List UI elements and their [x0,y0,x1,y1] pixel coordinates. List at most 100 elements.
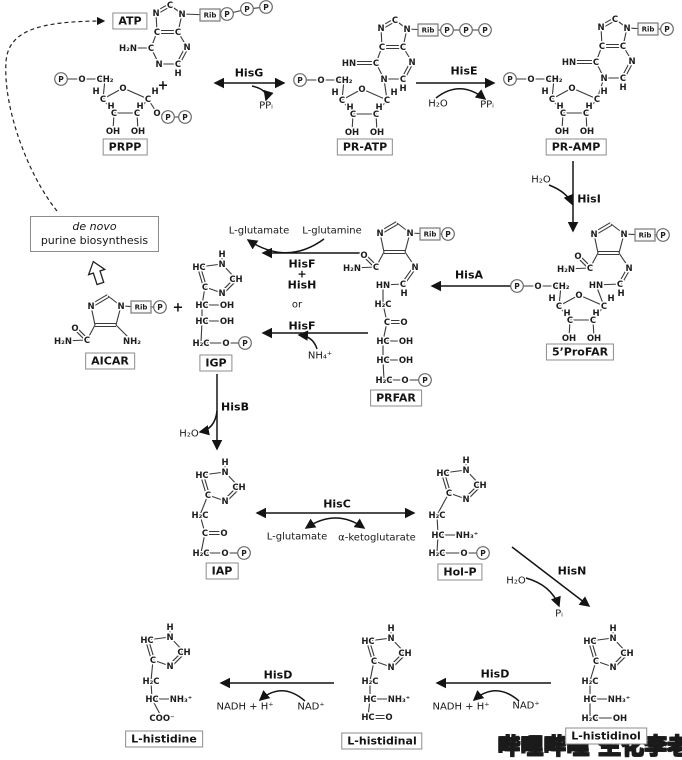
atom-label: C [620,42,626,52]
atom-label: O [460,549,467,559]
atom-label: O [385,713,392,723]
purine-biosynthesis-label: purine biosynthesis [40,234,149,247]
atom-label: C [567,316,573,326]
atom-label: HN [589,281,603,291]
atom-label: N [178,10,185,20]
atom-label: H [107,102,114,112]
phosphate-label: P [244,5,250,14]
phosphate-label: P [664,25,670,34]
atom-label: C [556,302,562,312]
enzyme-hisc: HisC [323,497,351,511]
phosphate-circle-icon [237,546,251,560]
cofactor-nad-right: NAD⁺ [512,700,540,712]
cofactor-pi: Pᵢ [555,608,563,620]
atom-label: N [609,634,616,644]
ribose-label: Rib [424,231,437,239]
atom-label: N [155,60,162,70]
phosphate-label: P [480,549,486,558]
atom-label: H [609,624,616,634]
atom-label: CH₂ [552,282,569,292]
atom-label: N [403,25,410,35]
curve-glutamine-glutamate [246,238,325,254]
atom-label: O [527,75,534,85]
atom-label: NH₃⁺ [170,695,192,705]
atom-label: HN [376,281,390,291]
phosphate-label: P [165,113,171,122]
atom-label: N [625,264,632,274]
atom-label: HN [342,59,356,69]
compound-label-pr-amp: PR-AMP [545,138,607,156]
atom-label: C [590,316,596,326]
atom-label: C [620,74,626,84]
atom-label: CH₂ [335,76,352,86]
atom-label: O [221,549,228,559]
atom-label: OH [399,337,413,347]
atom-label: C [384,318,390,328]
atom-label: CH [232,483,245,493]
cofactor-h2o-4: H₂O [506,575,526,587]
atom-label: O [400,318,407,328]
cofactor-h2o-3: H₂O [179,428,199,440]
ribose-box-icon [634,228,656,242]
enzyme-hisi: HisI [577,192,601,206]
atom-label: H₂C [192,549,209,559]
phosphate-label: P [514,282,520,291]
atom-label: CH₂ [96,75,113,85]
atom-label: C [560,109,566,119]
cofactor-nh4: NH₄⁺ [307,350,333,362]
atom-label: N [218,289,225,299]
ribose-label: Rib [639,232,652,240]
atom-label: HC [192,263,205,273]
atom-label: C [148,44,154,54]
atom-label: H₂C [191,511,208,521]
atom-label: N [218,260,225,270]
atom-label: CH [620,649,633,659]
block-arrow-to-denovo [87,260,107,286]
phosphate-label: P [445,230,451,239]
phosphate-label: P [507,75,513,84]
atom-label: H₂N [119,44,137,54]
atom-label: C [400,75,406,85]
phosphate-label: P [482,26,488,35]
atom-label: O [574,252,581,262]
atom-label: NH₃⁺ [456,531,478,541]
curve-nad-left [258,690,306,702]
atom-label: C [594,95,600,105]
atom-label: CH [398,649,411,659]
atom-label: O [568,84,575,94]
atom-label: H [174,69,181,79]
atom-label: N [221,497,228,507]
curve-nad-right [472,690,520,702]
ribose-box-icon [199,8,221,22]
phosphate-label: P [58,75,64,84]
atom-label: H [462,456,469,466]
atom-label: HC [583,637,596,647]
atom-label: C [373,59,379,69]
atom-label: COO⁻ [149,714,174,724]
compound-label-prfar: PRFAR [370,389,422,407]
atom-label: N [462,495,469,505]
phosphate-label: P [444,26,450,35]
compound-label-l-histidinal: L-histidinal [341,732,423,750]
atom-label: OH [220,317,234,327]
atom-label: H [617,289,624,299]
atom-label: C [400,280,406,290]
atom-label: C [392,16,398,26]
atom-label: H [375,103,382,113]
cofactor-h2o-2: H₂O [531,174,551,186]
atom-label: OH [555,127,569,137]
atom-label: O [317,76,324,86]
enzyme-hisa: HisA [454,268,484,282]
curve-nh4-in [297,330,318,350]
atom-label: C [446,489,452,499]
atom-label: HC [140,636,153,646]
de-novo-label: de novo [72,220,117,233]
atom-label: OH [580,127,594,137]
cofactor-nadh-right: NADH + H⁺ [432,701,490,713]
atom-label: NH₂ [123,337,141,347]
compound-label-igp: IGP [199,354,233,372]
